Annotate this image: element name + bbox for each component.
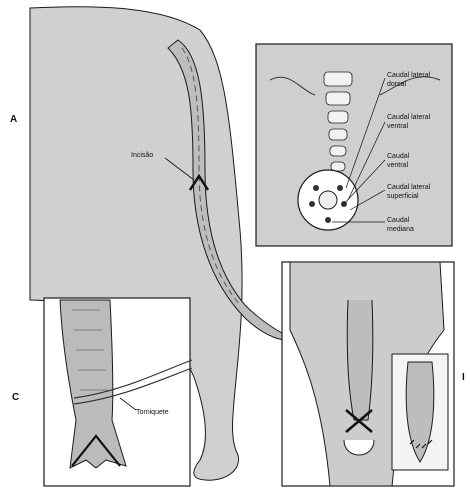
tourniquet-label: Torniquete (136, 409, 169, 416)
label-caudal-lateral-dorsal-l1: Caudal lateral (387, 72, 431, 79)
panel-c (44, 298, 192, 486)
panel-d (282, 262, 454, 486)
panel-a-letter: A (10, 114, 17, 125)
label-caudal-ventral-l1: Caudal (387, 153, 410, 160)
label-caudal-mediana-l2: mediana (387, 226, 414, 233)
label-caudal-lateral-ventral-l1: Caudal lateral (387, 114, 431, 121)
tail-section-bone (319, 191, 337, 209)
label-caudal-lateral-ventral-l2: ventral (387, 123, 408, 130)
panel-d-letter: I (462, 372, 465, 383)
panel-c-letter: C (12, 392, 19, 403)
label-caudal-mediana-l1: Caudal (387, 217, 410, 224)
stump (347, 300, 373, 420)
label-caudal-lateral-superficial-l1: Caudal lateral (387, 184, 431, 191)
label-caudal-ventral-l2: ventral (387, 162, 408, 169)
incision-label: Incisão (131, 152, 153, 159)
label-caudal-lateral-dorsal-l2: dorsal (387, 81, 407, 88)
label-caudal-lateral-superficial-l2: superficial (387, 193, 419, 200)
